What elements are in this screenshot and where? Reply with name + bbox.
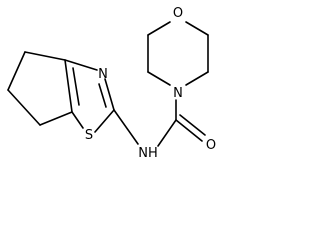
bond-o-c-right xyxy=(185,21,209,36)
morpholine-nitrogen-label: N xyxy=(173,86,183,101)
bond-c7a-c4a-outer xyxy=(64,59,73,113)
morpholine-ring xyxy=(147,21,209,86)
molecule-diagram: O N N S NH O xyxy=(0,0,222,167)
bond-c4-c5 xyxy=(24,51,66,61)
carbonyl-oxygen-label: O xyxy=(206,138,216,153)
bond-carbonyl-o-a xyxy=(175,119,203,142)
bond-n3-c2-inner xyxy=(98,83,107,108)
bond-c6-c7 xyxy=(7,89,41,126)
bond-c7a-c4a-inner xyxy=(72,67,80,106)
amide-linkage xyxy=(113,99,206,147)
thiazole-sulfur-label: S xyxy=(85,128,93,143)
thiazole-ring xyxy=(64,59,115,133)
atom-labels: O N N S NH O xyxy=(85,6,216,161)
bond-carbonyl-o-b xyxy=(179,114,206,136)
bond-c5-c6 xyxy=(7,51,26,91)
bond-c-right-lower xyxy=(185,71,209,86)
bond-c7-c3a xyxy=(39,111,73,126)
bond-s1-c7a xyxy=(71,111,84,129)
bond-n-c-left xyxy=(147,71,171,86)
structure-svg: O N N S NH O xyxy=(7,6,216,161)
bond-c2-s1 xyxy=(94,109,115,133)
bond-c2-nh xyxy=(113,109,139,145)
bond-c4a-n3 xyxy=(64,59,98,71)
bond-nh-carbonyl xyxy=(157,119,177,147)
amide-nitrogen-label: NH xyxy=(138,146,158,161)
bond-c-left-upper xyxy=(147,21,171,36)
cyclopentane-ring xyxy=(7,51,73,126)
bond-n3-c2-outer xyxy=(104,78,115,111)
morpholine-oxygen-label: O xyxy=(173,6,183,21)
thiazole-nitrogen-label: N xyxy=(98,67,108,82)
